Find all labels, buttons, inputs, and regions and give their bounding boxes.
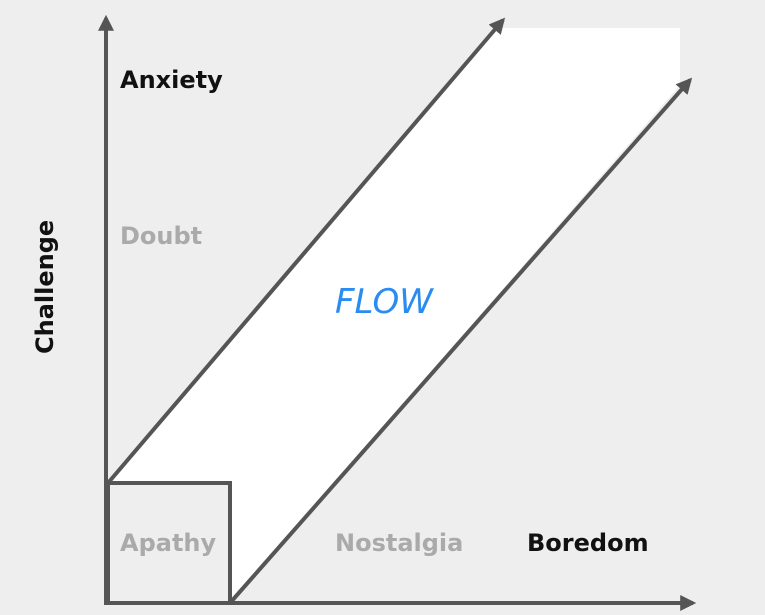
upper-flow-boundary xyxy=(106,17,506,485)
label-flow: FLOW xyxy=(335,282,433,322)
lower-flow-boundary xyxy=(228,77,693,605)
label-anxiety: Anxiety xyxy=(120,66,223,94)
label-boredom: Boredom xyxy=(527,529,649,557)
label-doubt: Doubt xyxy=(120,222,203,250)
flow-channel xyxy=(108,28,680,603)
label-nostalgia: Nostalgia xyxy=(335,529,464,557)
apathy-box xyxy=(106,481,232,605)
y-axis-label: Challenge xyxy=(31,219,59,354)
label-apathy: Apathy xyxy=(120,529,217,557)
